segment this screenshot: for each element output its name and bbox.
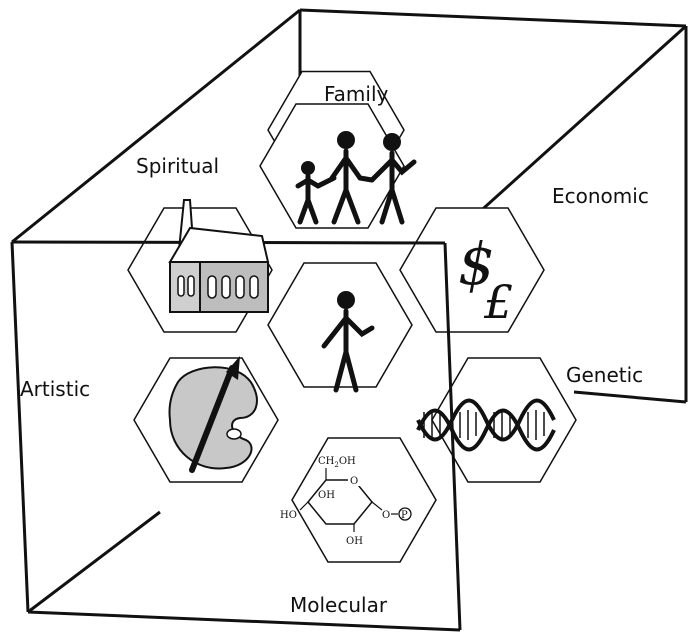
pound-sign: £: [483, 275, 513, 329]
family-figures-icon: [295, 131, 417, 225]
chem-ring-o: O: [350, 476, 358, 487]
label-family: Family: [324, 82, 389, 106]
hexagon-family-main: [259, 103, 405, 229]
label-genetic: Genetic: [566, 363, 643, 387]
hexagon-economic: [399, 207, 545, 333]
chem-oh-inner: OH: [318, 490, 335, 501]
dna-helix-icon: [416, 398, 556, 452]
chem-ho-left: HO: [280, 510, 297, 521]
palette-icon: [168, 356, 258, 473]
currency-icon: $ £: [458, 230, 513, 329]
dollar-sign: $: [458, 230, 495, 298]
person-icon: [321, 291, 375, 393]
chem-o-right: O: [382, 510, 390, 521]
label-artistic: Artistic: [20, 377, 90, 401]
glucose-molecule-icon: CH2OH O OH HO O P OH: [280, 456, 412, 547]
chem-phosphate: P: [401, 510, 408, 521]
label-spiritual: Spiritual: [136, 154, 219, 178]
hexagon-molecular: [291, 437, 437, 563]
category-labels: Family Spiritual Economic Artistic Genet…: [20, 82, 649, 617]
label-molecular: Molecular: [290, 593, 388, 617]
chem-oh-bottom: OH: [346, 536, 363, 547]
chem-ch2oh: CH2OH: [318, 456, 356, 469]
church-icon: [168, 199, 270, 313]
cube-back-edges: [11, 8, 688, 614]
label-economic: Economic: [552, 184, 649, 208]
